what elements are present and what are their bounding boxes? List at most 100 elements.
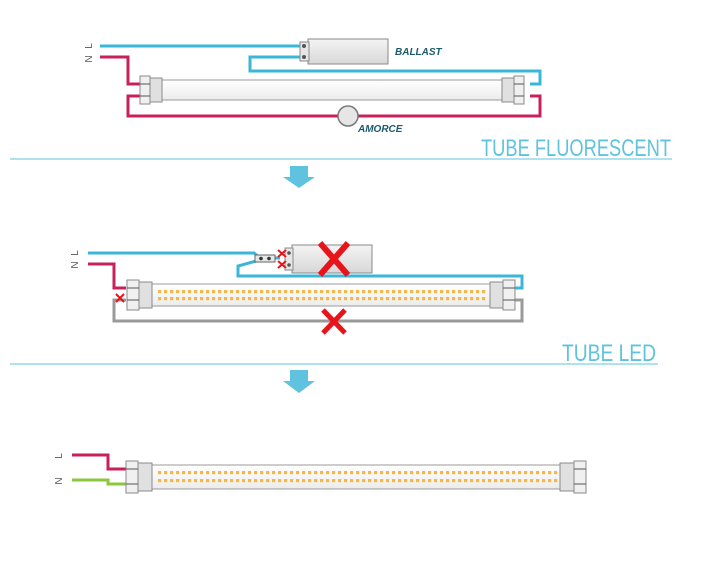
led-dot <box>512 471 516 475</box>
led-dot <box>512 479 516 483</box>
led-dot <box>416 479 420 483</box>
live-wire-return <box>358 94 542 118</box>
live-wire <box>72 453 126 471</box>
led-dot <box>314 290 318 294</box>
led-dot <box>302 479 306 483</box>
led-dot <box>314 297 318 301</box>
led-dot <box>326 297 330 301</box>
led-dot <box>158 471 162 475</box>
led-tube <box>151 283 491 307</box>
led-dot <box>338 290 342 294</box>
led-dot <box>200 297 204 301</box>
led-dot <box>296 471 300 475</box>
led-dot <box>230 297 234 301</box>
led-dot <box>416 290 420 294</box>
led-dot <box>524 479 528 483</box>
led-dot <box>446 479 450 483</box>
led-dot <box>374 297 378 301</box>
led-dot <box>398 471 402 475</box>
led-dot <box>500 471 504 475</box>
led-dot <box>524 471 528 475</box>
led-dot <box>158 479 162 483</box>
led-dot <box>440 290 444 294</box>
led-dot <box>404 290 408 294</box>
led-dot <box>494 479 498 483</box>
led-dot <box>266 290 270 294</box>
led-dot <box>518 471 522 475</box>
led-dot <box>506 471 510 475</box>
led-dot <box>416 297 420 301</box>
led-dot <box>554 471 558 475</box>
led-dot <box>182 479 186 483</box>
led-dot <box>212 297 216 301</box>
led-dot <box>380 471 384 475</box>
cross-icon <box>277 249 287 269</box>
led-dot <box>356 479 360 483</box>
ballast-box <box>307 38 389 65</box>
led-dot <box>434 297 438 301</box>
cross-icon <box>317 241 351 277</box>
led-dot <box>200 471 204 475</box>
led-dot <box>446 297 450 301</box>
led-dot <box>434 290 438 294</box>
led-dot <box>170 479 174 483</box>
led-dot <box>170 297 174 301</box>
led-dot <box>314 479 318 483</box>
down-arrow-icon <box>283 370 315 393</box>
led-dot <box>458 297 462 301</box>
led-dot <box>500 479 504 483</box>
led-dot <box>290 290 294 294</box>
cross-icon <box>321 308 347 335</box>
led-dot <box>272 479 276 483</box>
wire-letter-n: N <box>54 477 65 484</box>
led-dot <box>224 297 228 301</box>
led-dot <box>464 471 468 475</box>
led-dot <box>278 479 282 483</box>
ballast-label: BALLAST <box>395 47 443 58</box>
starter-label: AMORCE <box>357 124 403 135</box>
led-dot <box>374 290 378 294</box>
led-dot <box>242 471 246 475</box>
led-dot <box>374 479 378 483</box>
led-dot <box>254 471 258 475</box>
led-dot <box>302 290 306 294</box>
led-dot <box>476 479 480 483</box>
down-arrow-icon <box>283 166 315 188</box>
led-dot <box>464 297 468 301</box>
led-dot <box>194 479 198 483</box>
led-dot <box>188 479 192 483</box>
led-dot <box>260 297 264 301</box>
led-dot <box>176 471 180 475</box>
led-dot <box>236 297 240 301</box>
led-dot <box>176 479 180 483</box>
led-dot <box>428 479 432 483</box>
led-dot <box>230 471 234 475</box>
led-dot <box>224 471 228 475</box>
led-dot <box>446 471 450 475</box>
cross-icon <box>115 293 125 303</box>
led-dot <box>164 471 168 475</box>
led-dot <box>344 471 348 475</box>
led-dot <box>308 297 312 301</box>
led-dot <box>386 290 390 294</box>
led-dot <box>296 479 300 483</box>
led-dot <box>326 290 330 294</box>
led-dot <box>356 471 360 475</box>
led-dot <box>272 297 276 301</box>
led-dot <box>308 290 312 294</box>
led-dot <box>422 471 426 475</box>
led-dot <box>266 471 270 475</box>
led-dot <box>350 290 354 294</box>
led-dot <box>176 297 180 301</box>
led-dot <box>428 471 432 475</box>
led-dot <box>386 471 390 475</box>
wire-letter-l: L <box>84 43 95 49</box>
led-dot <box>464 290 468 294</box>
starter-icon <box>337 105 359 127</box>
led-dot <box>212 290 216 294</box>
led-dot <box>470 297 474 301</box>
led-dot <box>314 471 318 475</box>
led-dot <box>482 471 486 475</box>
led-dot <box>194 297 198 301</box>
led-dot <box>518 479 522 483</box>
